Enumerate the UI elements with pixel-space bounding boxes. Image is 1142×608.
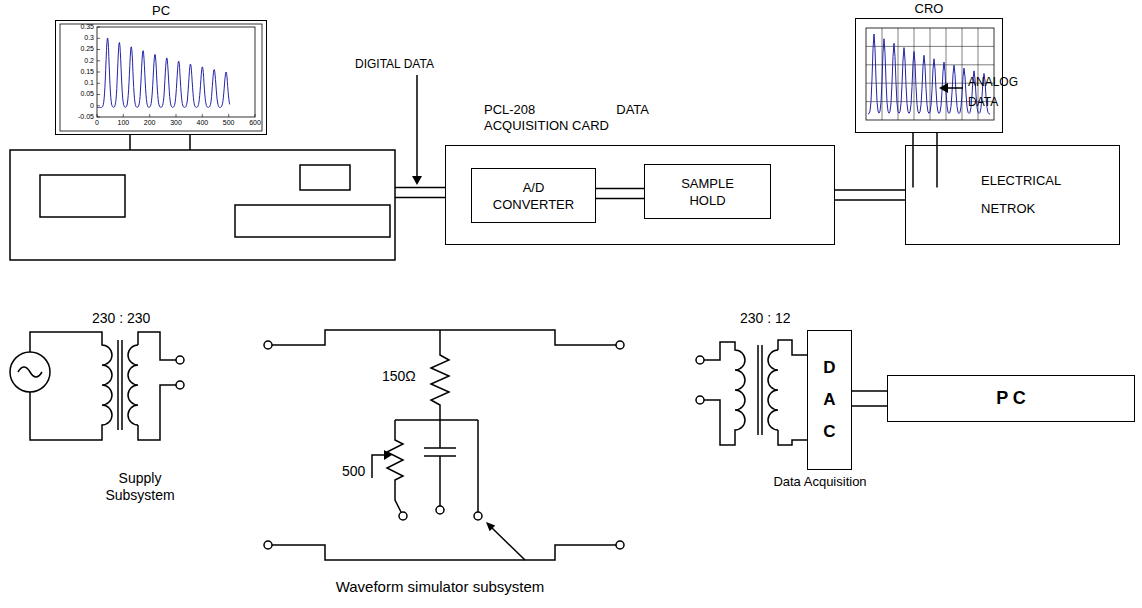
- plot-waveform: [97, 38, 230, 108]
- drive-slot: [300, 165, 350, 190]
- axis-tick-label: 100: [117, 119, 129, 127]
- drive-bay: [40, 175, 125, 217]
- axis-tick-label: 500: [223, 119, 235, 127]
- ratio-label: 230 : 12: [740, 310, 791, 327]
- arrowhead: [486, 522, 495, 531]
- bus-line: [852, 391, 887, 406]
- axis-tick-label: 0: [95, 119, 99, 127]
- plot-axes: [97, 27, 255, 117]
- primary-winding: [704, 342, 745, 445]
- arrowhead: [412, 176, 422, 185]
- process-box: SAMPLE HOLD: [644, 164, 771, 219]
- signal-bus: [835, 190, 905, 200]
- axis-tick-label: 0: [90, 102, 94, 110]
- component-value: 500: [342, 463, 365, 480]
- primary-winding: [30, 332, 112, 440]
- ac-source: [10, 352, 50, 392]
- axis-tick-label: 0.35: [80, 23, 94, 31]
- component-value: 150Ω: [382, 368, 416, 385]
- device-label: PC: [56, 3, 266, 18]
- switch-contact: [399, 512, 407, 520]
- bus-line: [835, 190, 905, 200]
- terminal: [264, 541, 272, 549]
- signal-bus: [852, 391, 887, 406]
- switch-contact: [436, 506, 444, 514]
- process-box: A/D CONVERTER: [471, 168, 596, 223]
- box-label: ELECTRICAL NETROK: [981, 167, 1081, 223]
- capacitor-symbol: [424, 420, 456, 506]
- card-label: PCL-208 DATA ACQUISITION CARD: [484, 102, 649, 134]
- box-label: D A C: [821, 352, 838, 449]
- drive-slot: [235, 205, 390, 237]
- wire: [477, 420, 479, 512]
- terminal: [696, 396, 704, 404]
- signal-label: DIGITAL DATA: [355, 57, 434, 71]
- potentiometer-symbol: [387, 420, 403, 512]
- wire: [272, 330, 616, 560]
- arrowhead: [384, 450, 392, 460]
- digital-bus: [395, 188, 445, 198]
- monitor-screen: [60, 24, 262, 131]
- wire: [138, 332, 176, 440]
- axis-tick-label: 200: [144, 119, 156, 127]
- signal-bus: [596, 189, 644, 199]
- secondary-winding: [768, 350, 778, 430]
- axis-tick-label: 0.15: [80, 68, 94, 76]
- wire: [778, 340, 807, 445]
- terminal: [696, 356, 704, 364]
- pc-base: [10, 150, 395, 260]
- plot-ticks: [97, 27, 255, 117]
- axis-tick-label: 600: [249, 119, 261, 127]
- cro-probe: [913, 133, 937, 188]
- box-label: A/D CONVERTER: [489, 179, 579, 213]
- bus-line: [596, 189, 644, 199]
- terminal: [176, 356, 184, 364]
- analog-arrow: [948, 87, 963, 89]
- axis-tick-label: -0.05: [78, 113, 94, 121]
- axis-tick-label: 0.2: [84, 57, 94, 65]
- converter-box: D A C: [807, 330, 852, 470]
- axis-tick-label: 0.1: [84, 79, 94, 87]
- secondary-winding: [128, 345, 138, 425]
- terminal: [176, 381, 184, 389]
- axis-tick-label: 300: [170, 119, 182, 127]
- switch-contact: [474, 512, 482, 520]
- subsystem-label: Supply Subsystem: [99, 470, 181, 504]
- terminal: [616, 341, 624, 349]
- subsystem-label: Data Acquisition: [773, 474, 866, 490]
- arrowhead: [939, 83, 948, 93]
- monitor-stand: [130, 135, 190, 150]
- transformer-core: [758, 345, 762, 435]
- network-box: ELECTRICAL NETROK: [905, 145, 1120, 245]
- terminal: [616, 541, 624, 549]
- axis-tick-label: 0.05: [80, 90, 94, 98]
- digital-arrow: [416, 75, 418, 176]
- resistor-symbol: [431, 330, 449, 420]
- transformer-core: [118, 340, 122, 430]
- axis-tick-label: 0.3: [84, 34, 94, 42]
- potentiometer-wiper: [372, 455, 384, 478]
- wire: [395, 419, 478, 421]
- switch-arm: [491, 527, 525, 560]
- acquisition-card: PCL-208 DATA ACQUISITION CARDA/D CONVERT…: [445, 145, 835, 245]
- subsystem-label: Waveform simulator subsystem: [336, 578, 545, 596]
- ac-symbol: [18, 367, 42, 377]
- axis-tick-label: 400: [196, 119, 208, 127]
- box-label: SAMPLE HOLD: [668, 175, 748, 209]
- computer-box: P C: [887, 375, 1135, 422]
- device-label: CRO: [856, 1, 1002, 16]
- terminal: [264, 341, 272, 349]
- axis-tick-label: 0.25: [80, 45, 94, 53]
- box-label: P C: [996, 388, 1026, 409]
- ratio-label: 230 : 230: [92, 310, 150, 327]
- signal-label: ANALOG DATA: [968, 72, 1030, 112]
